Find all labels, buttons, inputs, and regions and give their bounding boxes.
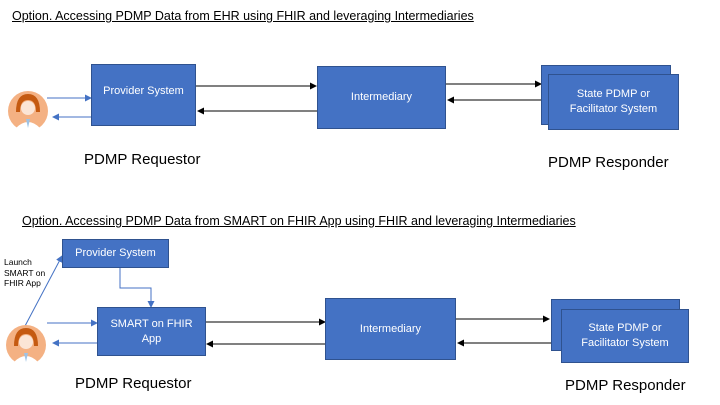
s2-avatar-to-provider-arrow — [24, 255, 63, 327]
s1-responder-caption: PDMP Responder — [548, 154, 669, 171]
doctor-avatar-icon — [6, 325, 46, 365]
s1-intermediary-box: Intermediary — [317, 66, 446, 129]
s1-provider-system-label: Provider System — [103, 85, 184, 97]
s2-launch-line1: Launch — [4, 257, 32, 267]
s2-state-pdmp-box: State PDMP or Facilitator System — [561, 309, 689, 363]
doctor-avatar-icon — [8, 91, 48, 131]
s2-launch-line2: SMART on — [4, 267, 46, 278]
s2-requestor-avatar — [5, 322, 47, 373]
s1-requestor-caption: PDMP Requestor — [84, 151, 201, 168]
s2-launch-line3: FHIR App — [4, 278, 41, 289]
section2-heading: Option. Accessing PDMP Data from SMART o… — [22, 214, 576, 228]
section1-heading: Option. Accessing PDMP Data from EHR usi… — [12, 9, 474, 23]
s2-state-label-line2: Facilitator System — [581, 337, 669, 349]
s1-provider-system-box: Provider System — [91, 64, 196, 126]
s1-requestor-avatar — [7, 88, 49, 139]
s2-intermediary-box: Intermediary — [325, 298, 456, 360]
s2-smart-label-line1: SMART on FHIR — [110, 317, 193, 330]
s2-smart-label-line2: App — [141, 332, 162, 345]
s2-smart-on-fhir-app-box: SMART on FHIR App — [97, 307, 206, 356]
s1-state-pdmp-box: State PDMP or Facilitator System — [548, 74, 679, 130]
s1-state-label-line1: State PDMP or — [576, 88, 651, 101]
s2-responder-caption: PDMP Responder — [565, 377, 686, 394]
s2-provider-to-smart-arrow — [119, 268, 155, 308]
s2-provider-system-box: Provider System — [62, 239, 169, 268]
s2-intermediary-label: Intermediary — [359, 322, 422, 335]
s2-state-label-line1: State PDMP or — [588, 322, 662, 335]
s2-launch-note: Launch SMART on FHIR App — [4, 257, 45, 289]
s1-intermediary-label: Intermediary — [350, 91, 413, 104]
s1-state-label-line2: Facilitator System — [569, 103, 658, 115]
s2-provider-system-label: Provider System — [75, 247, 156, 260]
s2-requestor-caption: PDMP Requestor — [75, 375, 192, 392]
